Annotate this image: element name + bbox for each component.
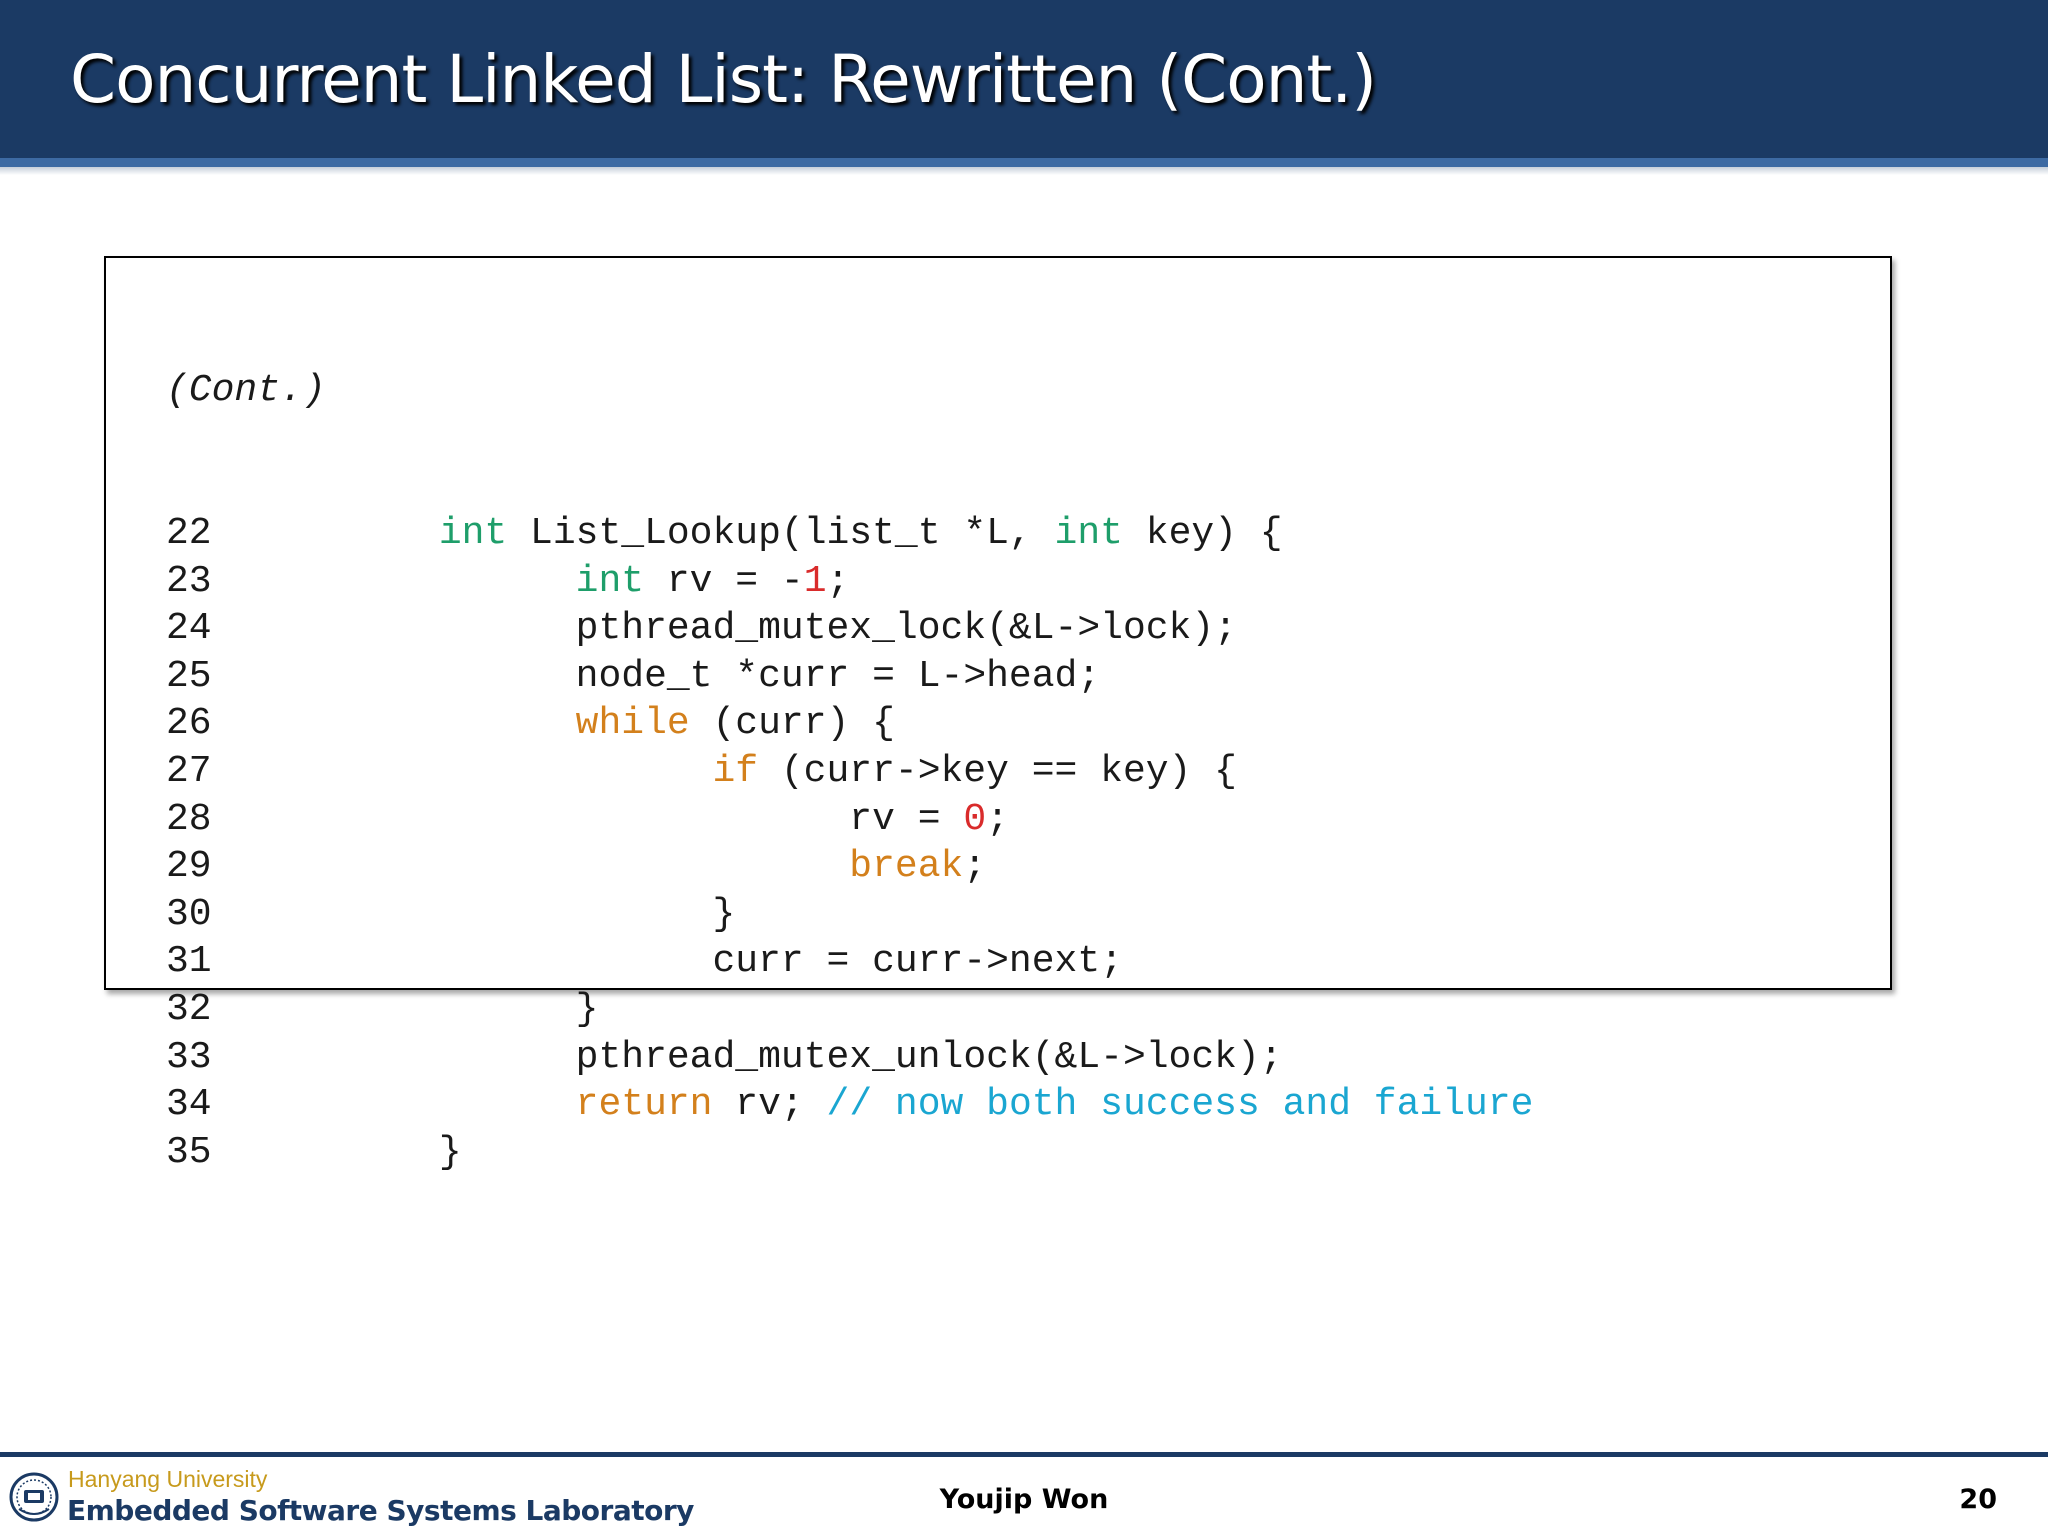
code-text: } [575,987,599,1031]
title-shadow [0,167,2048,175]
code-indent [302,750,712,793]
code-text: pthread_mutex_unlock(&L->lock); [575,1035,1283,1079]
code-indent [302,1083,576,1126]
code-line: 35 } [166,1129,1533,1177]
code-text: List_Lookup(list_t *L, [507,511,1055,555]
code-keyword: int [438,511,508,555]
code-line: 26 while (curr) { [166,700,1533,748]
line-number: 29 [166,845,212,889]
code-text: ; [826,559,850,603]
code-text: rv = - [644,559,804,603]
code-line: 27 if (curr->key == key) { [166,748,1533,796]
code-indent [302,940,712,983]
code-indent [302,893,712,936]
line-number: 24 [166,607,212,651]
code-line: 34 return rv; // now both success and fa… [166,1081,1533,1129]
line-number: 35 [166,1130,212,1174]
code-indent [302,512,439,555]
code-continuation-label: (Cont.) [166,369,326,413]
lab-name: Embedded Software Systems Laboratory [67,1494,694,1527]
code-text: node_t *curr = L->head; [575,654,1101,698]
code-line: 25 node_t *curr = L->head; [166,653,1533,701]
code-text: ; [963,845,987,889]
code-indent [302,1036,576,1079]
code-text: curr = curr->next; [712,940,1123,984]
university-name: Hanyang University [68,1466,268,1492]
code-line: 29 break; [166,843,1533,891]
code-indent [302,988,576,1031]
code-indent [302,607,576,650]
code-line: 33 pthread_mutex_unlock(&L->lock); [166,1034,1533,1082]
university-seal-icon [9,1472,59,1522]
code-line: 24 pthread_mutex_lock(&L->lock); [166,605,1533,653]
code-keyword: int [575,559,645,603]
line-number: 27 [166,749,212,793]
code-line: 30 } [166,891,1533,939]
code-line: 23 int rv = -1; [166,558,1533,606]
line-number: 28 [166,797,212,841]
code-text: key) { [1122,511,1283,555]
code-text: ; [986,797,1009,841]
title-underline [0,158,2048,167]
code-comment: // now both success and failure [826,1083,1534,1127]
code-text: (curr) { [689,702,895,746]
code-keyword: break [849,845,964,889]
code-keyword: int [1054,511,1123,555]
code-line: 22 int List_Lookup(list_t *L, int key) { [166,510,1533,558]
line-number: 34 [166,1083,212,1127]
code-text: (curr->key == key) { [758,749,1237,793]
page-number: 20 [1959,1484,1997,1515]
line-number: 32 [166,987,212,1031]
code-indent [302,845,849,888]
slide-title: Concurrent Linked List: Rewritten (Cont.… [70,41,1377,118]
code-listing: (Cont.) 22 int List_Lookup(list_t *L, in… [166,272,1533,1176]
code-line: 31 curr = curr->next; [166,938,1533,986]
code-indent [302,702,576,745]
line-number: 33 [166,1035,212,1079]
code-keyword: if [712,749,759,793]
line-number: 26 [166,702,212,746]
footer-divider [0,1452,2048,1457]
code-line: 32 } [166,986,1533,1034]
code-keyword: 1 [803,559,827,603]
code-keyword: return [575,1083,713,1127]
line-number: 31 [166,940,212,984]
code-indent [302,1131,439,1174]
code-text: } [438,1130,462,1174]
code-text: } [712,892,736,936]
author-name: Youjip Won [939,1484,1109,1515]
code-indent [302,560,576,603]
code-line: 28 rv = 0; [166,796,1533,844]
title-bar [0,0,2048,158]
code-keyword: while [575,702,690,746]
code-keyword: 0 [963,797,987,841]
code-indent [302,655,576,698]
code-listing-box: (Cont.) 22 int List_Lookup(list_t *L, in… [104,256,1892,1174]
code-indent [302,798,849,841]
line-number: 30 [166,892,212,936]
code-text: rv = [849,797,964,841]
line-number: 25 [166,654,212,698]
line-number: 23 [166,559,212,603]
line-number: 22 [166,511,212,555]
code-text: pthread_mutex_lock(&L->lock); [575,607,1237,651]
code-text: rv; [712,1083,827,1127]
